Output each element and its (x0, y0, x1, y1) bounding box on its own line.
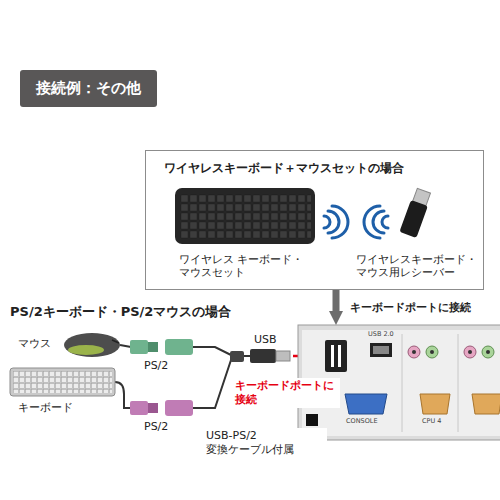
keyboard-keys (180, 194, 311, 239)
adapter-joint (230, 351, 244, 362)
connector-name: USB (254, 333, 277, 347)
port-label: CONSOLE (346, 417, 378, 425)
connector-label: キーボードポートに接続 (348, 301, 473, 315)
callout-note: キーボードポートに 接続 (234, 378, 340, 408)
wireless-keyboard (175, 188, 315, 244)
wave-arc (324, 216, 330, 228)
vga-port-cpu (472, 394, 500, 414)
ps2-plugs (130, 339, 193, 416)
usb-port-slot (331, 345, 341, 367)
part-caption: ワイヤレスキーボード・ マウス用レシーバー (356, 253, 478, 279)
mouse-cable (120, 345, 131, 347)
adapter-cable (193, 347, 231, 355)
usb-port-tongue (334, 345, 338, 367)
port-label: USB 2.0 (368, 330, 394, 338)
receiver-dongle (399, 188, 432, 238)
audio-jack (408, 346, 420, 358)
mouse-body (64, 333, 120, 357)
part-name: キーボード (18, 401, 73, 415)
usb-plug-body (250, 349, 276, 363)
wave-arc (364, 206, 380, 238)
vga-port-console (345, 394, 387, 414)
ps2-plug-green (130, 340, 148, 354)
audio-jack (464, 346, 476, 358)
connector-name: PS/2 (144, 359, 168, 373)
dc-jack (306, 414, 318, 426)
ps2-socket-purple (165, 400, 193, 416)
ps2-plug-tip (148, 342, 158, 352)
part-caption: ワイヤレス キーボード・マウスセット (179, 253, 329, 279)
section-heading: PS/2キーボード・PS/2マウスの場合 (10, 304, 231, 320)
keyboard-body (10, 368, 115, 396)
ps2-socket-green (165, 339, 193, 355)
audio-jack (482, 346, 494, 358)
part-name: マウス (18, 337, 51, 351)
wave-arc (332, 206, 348, 238)
mouse (64, 333, 131, 357)
keyboard-cable (115, 382, 131, 408)
audio-jack-hole (486, 350, 490, 354)
usb-port (370, 343, 392, 357)
vga-port-cpu (420, 394, 450, 414)
mouse-accent (68, 345, 104, 355)
port-label: CPU 4 (422, 417, 441, 425)
usb-port-slot (373, 346, 389, 354)
wave-arc (382, 216, 388, 228)
adapter-cable (193, 360, 231, 408)
mouse-wheel (112, 340, 119, 343)
page-title: 接続例：その他 (20, 70, 157, 107)
ps2-plug-purple (130, 401, 148, 415)
usb-plug-metal (276, 351, 290, 361)
accessory-note: USB-PS/2 変換ケーブル付属 (205, 428, 327, 458)
keyboard-body (175, 188, 315, 244)
connector-arrow (333, 290, 340, 311)
connector-name: PS/2 (144, 420, 168, 434)
panel-divider (458, 334, 459, 432)
audio-jack (426, 346, 438, 358)
wave-arc (373, 211, 384, 233)
wave-arc (328, 211, 339, 233)
option-panel: ワイヤレスキーボード＋マウスセットの場合ワイヤレス キーボード・マウスセット ワイ… (145, 150, 484, 290)
usb-port (325, 340, 347, 372)
ps2-plug-tip (148, 403, 158, 413)
audio-jack-hole (412, 350, 416, 354)
audio-jack-hole (430, 350, 434, 354)
keyboard-keys (13, 371, 112, 393)
adapter-cable (244, 355, 250, 357)
panel-divider (402, 334, 403, 432)
panel-heading: ワイヤレスキーボード＋マウスセットの場合 (164, 161, 404, 176)
audio-jack-hole (468, 350, 472, 354)
wireless-waves (324, 206, 388, 238)
dongle-body (399, 200, 428, 238)
